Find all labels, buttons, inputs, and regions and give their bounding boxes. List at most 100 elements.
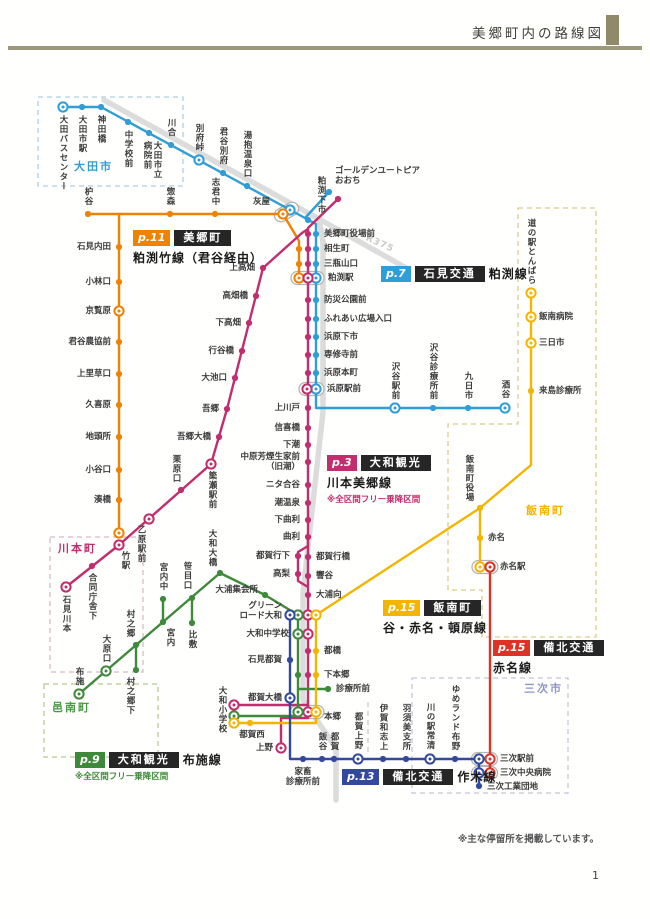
stop-label: 羽須美支所 <box>401 703 412 752</box>
stop-marker <box>252 292 260 300</box>
stop-marker-core <box>232 721 236 725</box>
stop-marker <box>304 499 312 507</box>
operator-box: 美郷町 <box>174 230 232 246</box>
stop-label: 中学校前 <box>123 130 134 168</box>
stop-label: 栗原口 <box>171 454 182 484</box>
stop-label: 布施 <box>74 667 85 686</box>
stop-marker-core <box>117 531 121 535</box>
stop-marker-core <box>306 276 310 280</box>
stop-label: 都賀 <box>329 732 340 751</box>
operator-box: 備北交通 <box>534 640 605 656</box>
stop-label: 君谷農協前 <box>68 336 111 347</box>
stop-label: 川の駅常清 <box>425 702 436 751</box>
stop-marker <box>312 671 320 679</box>
stop-label: 大田バスセンター <box>58 115 69 191</box>
stop-label: 高梨 <box>272 568 290 579</box>
stop-label: 小谷口 <box>85 464 111 475</box>
stop-label: 沢谷診療所前 <box>428 343 439 400</box>
stop-marker <box>304 369 312 377</box>
stop-label: 乙原駅前 <box>136 525 147 563</box>
route-line-iwami-kasubuchi <box>303 190 331 220</box>
stop-marker <box>238 347 246 355</box>
stop-marker-core <box>314 613 318 617</box>
stop-marker <box>243 182 251 190</box>
stop-marker <box>177 486 185 494</box>
stop-label: 石見川本 <box>61 595 72 633</box>
stop-label: 浜原駅前 <box>327 383 362 394</box>
stop-label: 惣森 <box>165 187 176 206</box>
stop-label: 小林口 <box>85 276 111 287</box>
stop-label: 村之郷 <box>125 609 136 639</box>
stop-label: ニタ合谷 <box>265 479 300 490</box>
stop-label: 湊橋 <box>93 494 111 505</box>
route-line-misato-kasubuchitake <box>86 212 301 280</box>
stop-marker <box>304 216 312 224</box>
municipality-boundary <box>37 96 184 187</box>
stop-label: 吾郷 <box>201 403 219 414</box>
stop-label: 都賀行橋 <box>316 551 351 562</box>
stop-marker-core <box>488 771 492 775</box>
stop-marker <box>312 369 320 377</box>
header-rule <box>8 46 642 50</box>
stop-marker <box>312 296 320 304</box>
stop-marker <box>304 296 312 304</box>
route-line-iwami-kasubuchi <box>61 105 507 410</box>
stop-marker-core <box>529 341 533 345</box>
stop-label: 大和中学校 <box>246 628 289 639</box>
stop-marker-core <box>288 613 292 617</box>
stop-marker <box>188 594 196 602</box>
stop-label: 沢谷駅前 <box>390 362 401 400</box>
stop-label: 赤名駅 <box>500 561 526 572</box>
stop-label: 大浦向 <box>316 589 342 600</box>
stop-marker <box>245 319 253 327</box>
stop-label: 湯抱温泉口 <box>242 130 253 179</box>
stop-label: 三瓶山口 <box>324 258 359 269</box>
route-line-kawamoto-misato <box>64 227 310 747</box>
stop-label: 都橋 <box>324 645 342 656</box>
stop-label: 浜原下市 <box>324 331 359 342</box>
stop-label: 都賀西 <box>239 730 265 740</box>
stop-label: 中原芳煙生家前 （旧潮） <box>240 451 300 472</box>
line-name: 粕渕線 <box>488 267 528 281</box>
line-name: 作木線 <box>457 770 497 784</box>
stop-marker <box>294 671 302 679</box>
stop-marker <box>132 641 140 649</box>
stop-label: 信喜橋 <box>274 422 300 433</box>
municipality-label: 飯南町 <box>526 504 565 517</box>
stop-marker <box>312 333 320 341</box>
stop-marker <box>324 685 332 693</box>
stop-label: 行谷橋 <box>208 345 234 356</box>
stop-label: 防災公園前 <box>324 294 367 305</box>
stop-marker <box>132 666 140 674</box>
stop-marker <box>527 387 535 395</box>
stop-label: 上高畑 <box>229 262 255 273</box>
stop-label: 笹目口 <box>182 561 193 591</box>
stop-label: 大原口 <box>101 634 112 664</box>
stop-label: 京覧原 <box>85 305 111 316</box>
operator-box: 飯南町 <box>424 600 482 616</box>
stop-marker-core <box>488 565 492 569</box>
stop-marker <box>334 195 342 203</box>
stop-label: 飯南町役場 <box>464 454 475 503</box>
stop-marker <box>166 210 174 218</box>
stop-marker <box>295 245 303 253</box>
stop-marker <box>312 230 320 238</box>
stop-marker <box>188 619 196 627</box>
page-ref-box: p.13 <box>342 768 380 785</box>
operator-box: 備北交通 <box>383 768 454 785</box>
stop-marker-core <box>314 710 318 714</box>
stop-label: 村之郷下 <box>125 677 136 715</box>
stop-label: 赤名 <box>488 532 506 543</box>
stop-marker <box>304 230 312 238</box>
stop-label: 大田市駅 <box>77 115 88 153</box>
stop-marker <box>115 433 123 441</box>
stop-label: 上野 <box>255 742 273 753</box>
municipality-boundary <box>411 677 569 794</box>
stop-label: 吾郷大橋 <box>176 431 211 442</box>
stop-marker-core <box>117 543 121 547</box>
stop-marker-core <box>529 291 533 295</box>
stop-label: ゆめランド布野 <box>450 684 461 752</box>
stop-marker <box>223 405 231 413</box>
